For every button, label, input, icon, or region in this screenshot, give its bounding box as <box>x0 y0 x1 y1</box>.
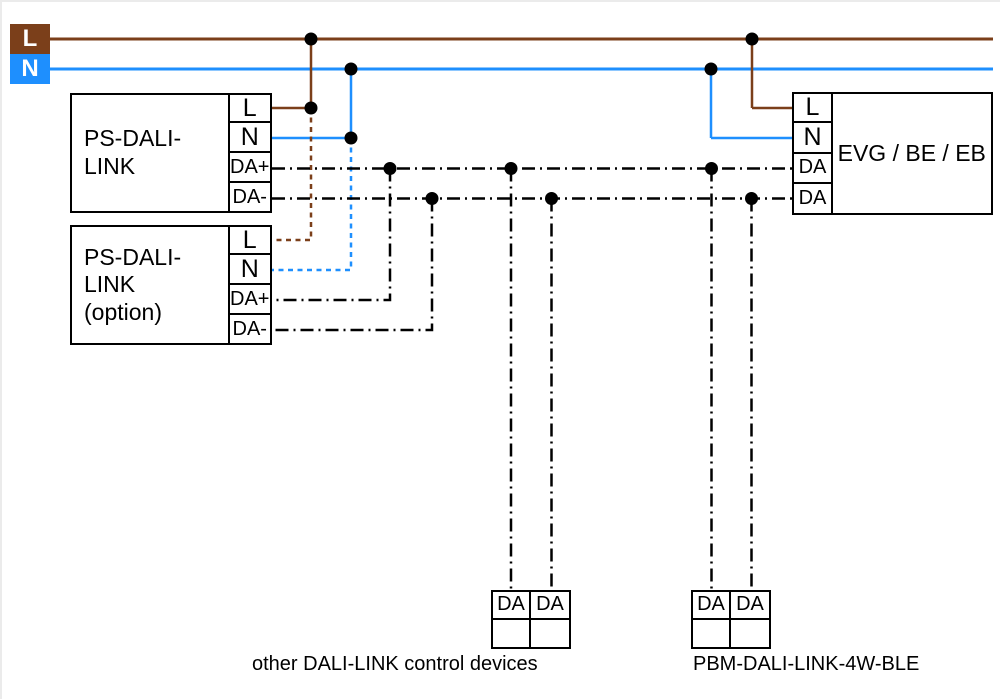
pbm-caption: PBM-DALI-LINK-4W-BLE <box>693 653 920 675</box>
phase-l-badge: L <box>10 24 50 54</box>
ps-dali-link-option-terminals: L N DA+ DA- <box>227 225 272 345</box>
terminal-da: DA <box>792 184 833 215</box>
option-l-dashed-wire <box>272 108 313 242</box>
frame-edge-top <box>0 0 1000 2</box>
junction-dot <box>344 62 358 76</box>
ps-dali-link-terminals: L N DA+ DA- <box>227 93 272 213</box>
option-n-dashed-wire <box>272 138 353 272</box>
option-mains-wires <box>272 108 353 272</box>
junction-dot <box>705 162 718 175</box>
dali-wires <box>272 167 792 590</box>
terminal-da-minus: DA- <box>227 315 272 345</box>
junction-dot <box>344 131 358 145</box>
option-da-minus-wire <box>272 198 434 332</box>
junction-dot <box>545 192 558 205</box>
terminal-l: L <box>792 92 833 123</box>
terminal-l: L <box>227 93 272 123</box>
terminal-empty <box>493 619 531 647</box>
ps-dali-link-option-label-line2: (option) <box>84 298 162 325</box>
terminal-da-plus: DA+ <box>227 153 272 183</box>
ps-dali-link-box: PS-DALI-LINK <box>70 93 230 213</box>
control-devices-terminal-box: DA DA <box>491 590 571 649</box>
terminal-da-plus: DA+ <box>227 285 272 315</box>
evg-terminals: L N DA DA <box>792 92 833 215</box>
mains-bus-wires <box>50 37 993 71</box>
pbm-terminal-box: DA DA <box>691 590 771 649</box>
frame-edge-left <box>0 0 2 699</box>
junction-dot <box>745 192 758 205</box>
junction-dot <box>304 32 318 46</box>
terminal-n: N <box>792 123 833 154</box>
terminal-n: N <box>227 255 272 285</box>
terminal-da: DA <box>731 592 769 620</box>
terminal-empty <box>531 620 569 648</box>
terminal-da: DA <box>693 592 731 620</box>
neutral-n-badge: N <box>10 54 50 84</box>
terminal-da: DA <box>792 153 833 185</box>
terminal-da-minus: DA- <box>227 183 272 213</box>
mains-link-wires <box>272 39 792 140</box>
junction-dot <box>425 192 439 205</box>
ps-dali-link-option-label-line1: PS-DALI-LINK <box>84 243 182 298</box>
terminal-n: N <box>227 123 272 153</box>
junction-dot <box>745 32 759 46</box>
junction-dots <box>304 32 759 205</box>
terminal-empty <box>731 620 769 648</box>
terminal-empty <box>693 619 731 647</box>
terminal-l: L <box>227 225 272 255</box>
ps-dali-link-label: PS-DALI-LINK <box>84 125 182 179</box>
junction-dot <box>304 101 318 115</box>
evg-be-eb-box: EVG / BE / EB <box>830 92 993 215</box>
evg-be-eb-label: EVG / BE / EB <box>837 139 986 166</box>
terminal-da: DA <box>531 592 569 620</box>
option-da-plus-wire <box>272 168 392 302</box>
control-devices-caption: other DALI-LINK control devices <box>252 653 538 675</box>
junction-dot <box>704 62 718 76</box>
junction-dot <box>504 162 518 175</box>
junction-dot <box>383 162 397 175</box>
ps-dali-link-option-box: PS-DALI-LINK (option) <box>70 225 230 345</box>
terminal-da: DA <box>493 592 531 620</box>
